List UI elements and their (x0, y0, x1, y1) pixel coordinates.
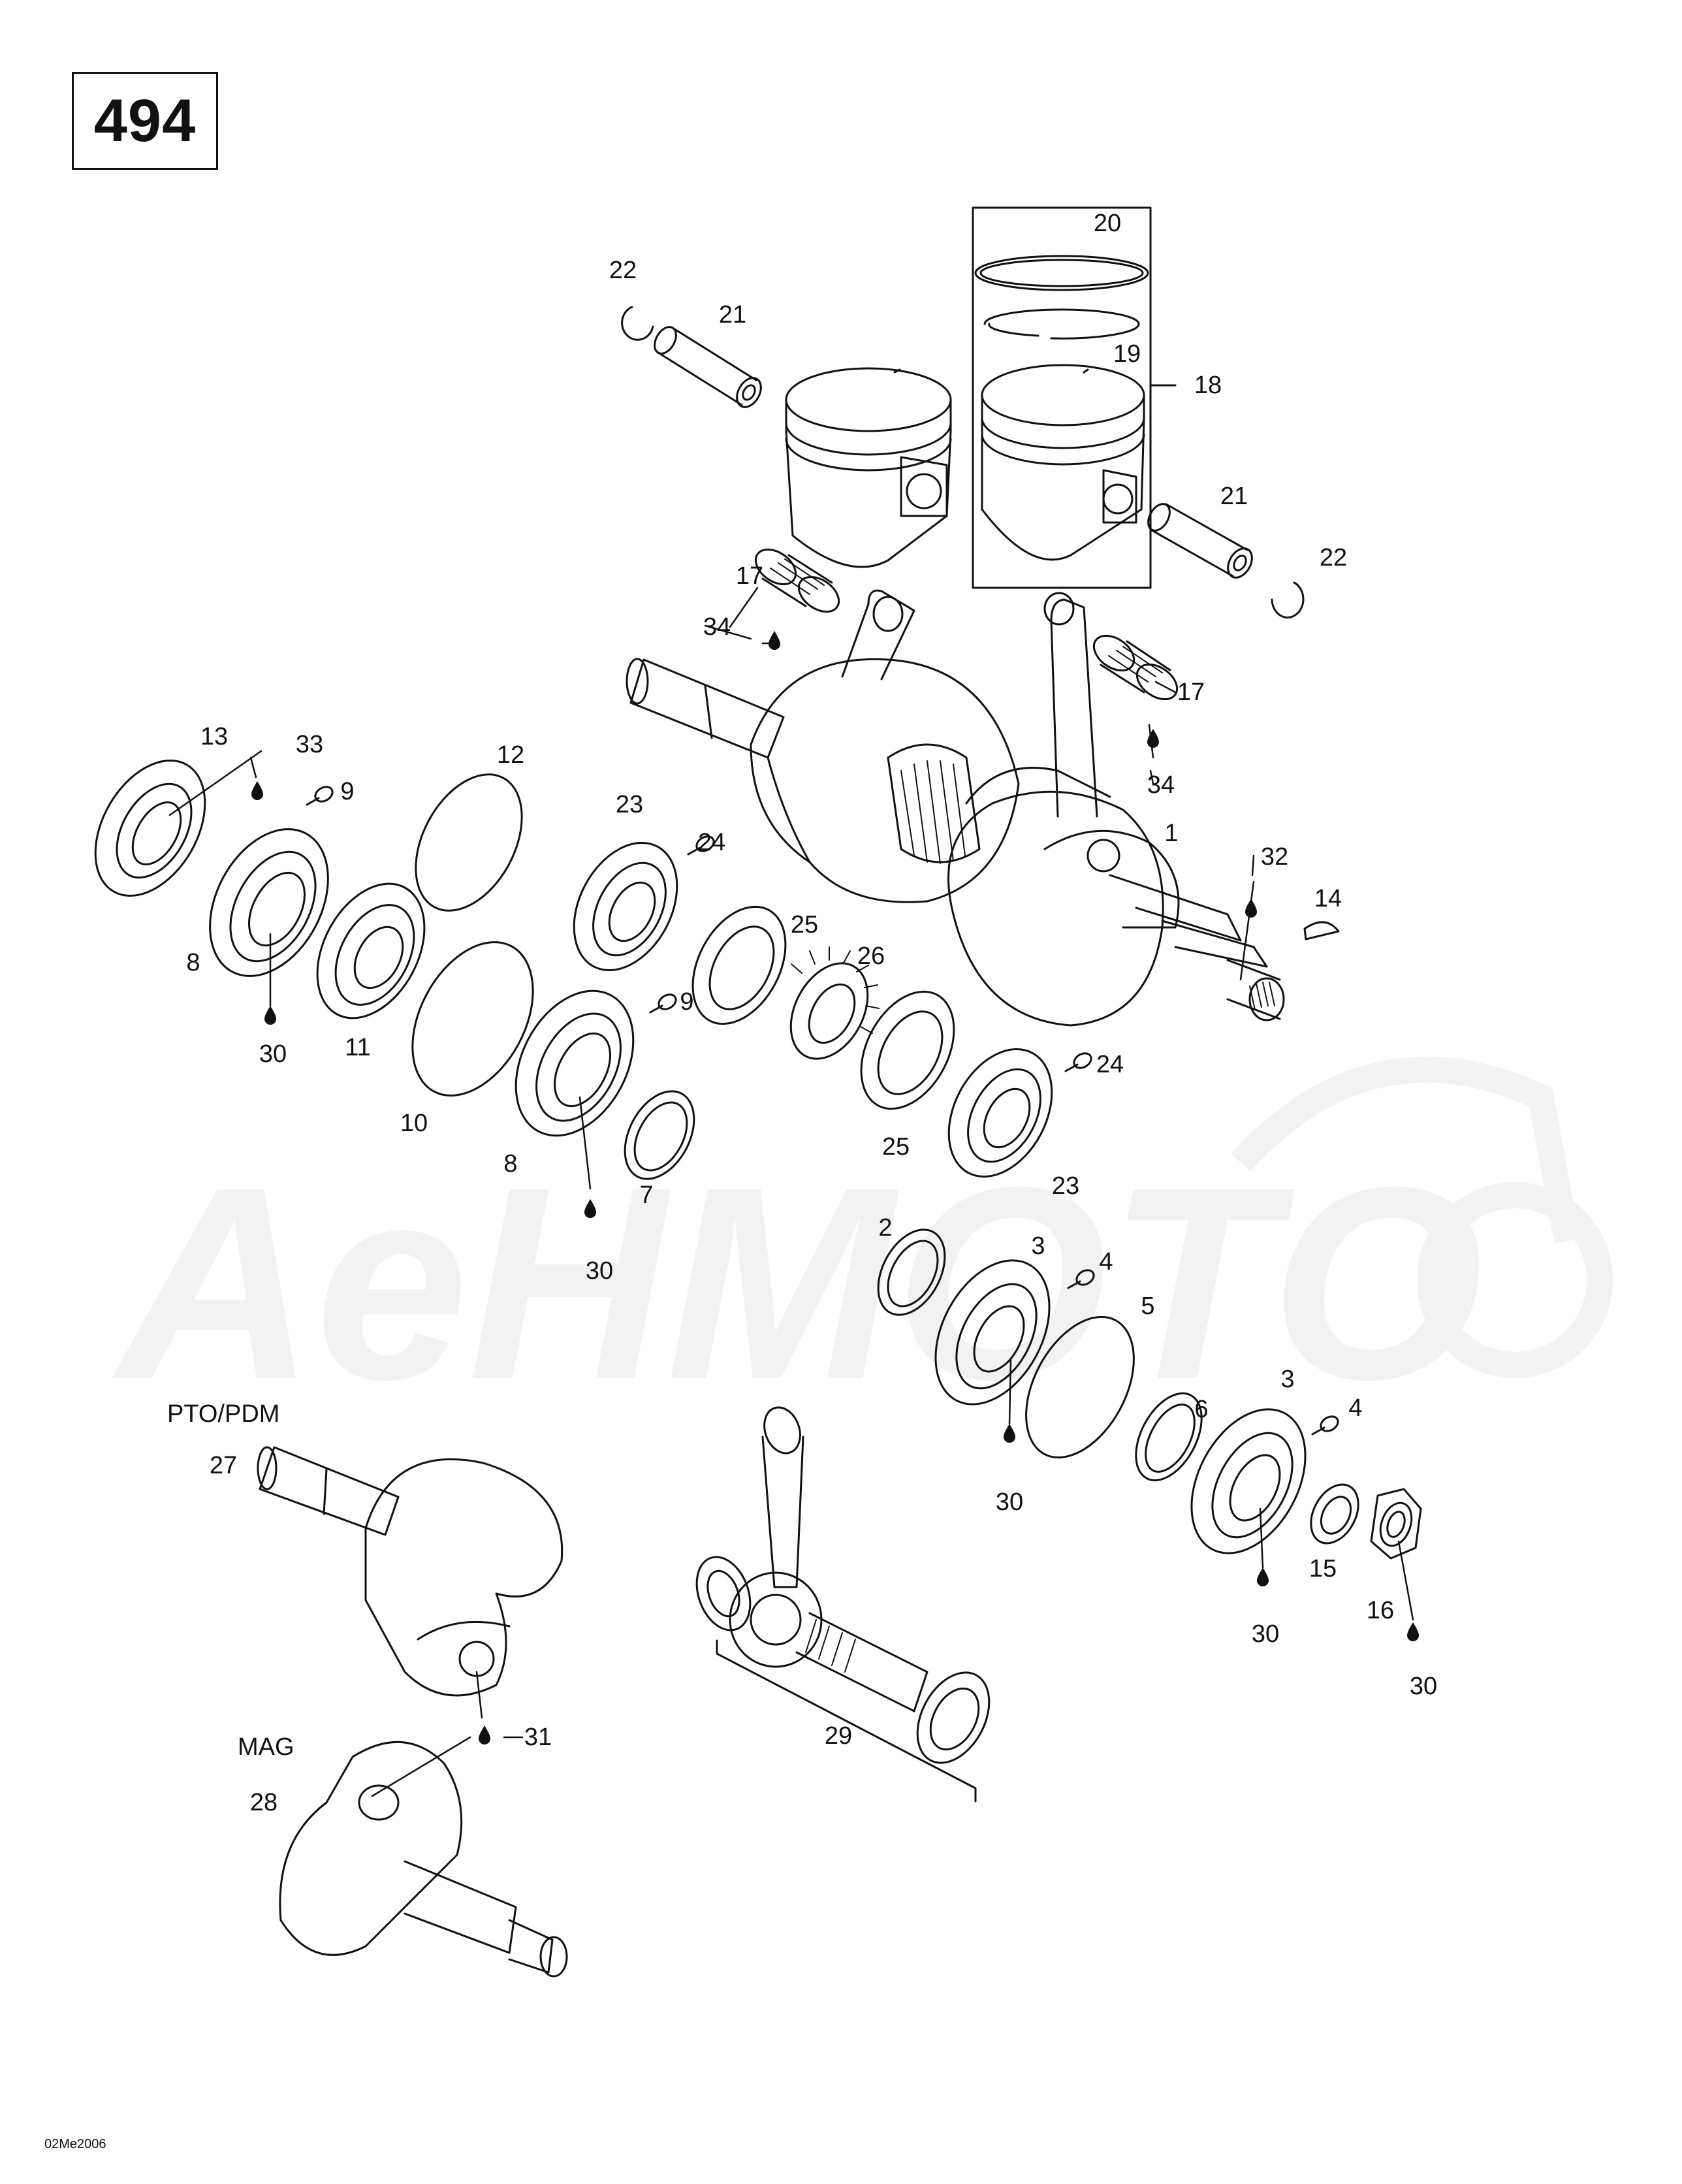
woodruff-key (1303, 921, 1340, 940)
ball-bearing-8-upper (209, 828, 329, 977)
watermark-text: AeHMOTO (109, 1131, 1484, 1437)
ball-bearing-3-lower (1190, 1408, 1307, 1554)
callout-17: 17 (1177, 679, 1205, 706)
callout-16: 16 (1366, 1597, 1395, 1624)
lock-washer-15 (1310, 1483, 1359, 1545)
callout-4: 4 (1348, 1394, 1363, 1422)
callout-6: 6 (1194, 1396, 1209, 1423)
piston-ring-20 (974, 255, 1149, 291)
callout-7: 7 (639, 1181, 654, 1209)
piston-in-kit (981, 364, 1145, 561)
callout-32: 32 (1260, 843, 1289, 871)
seal-25-lower (860, 990, 955, 1110)
callout-23: 23 (1051, 1172, 1080, 1200)
callout-3: 3 (1280, 1366, 1295, 1393)
piston-ring-19 (983, 308, 1140, 340)
screw-9-upper (306, 786, 334, 806)
callout-26: 26 (857, 942, 885, 970)
shim-6 (1135, 1392, 1203, 1482)
diagram-number: 494 (93, 87, 197, 154)
shim-2 (877, 1228, 946, 1316)
seal-25-upper (691, 905, 787, 1025)
distance-ring-11 (316, 882, 426, 1020)
circlip-left (621, 306, 654, 341)
callout-34: 34 (1147, 771, 1175, 799)
mag-label: MAG (238, 1733, 294, 1761)
callout-30: 30 (259, 1040, 287, 1068)
screw-24-upper (687, 835, 715, 856)
callout-8: 8 (503, 1150, 518, 1178)
crankshaft-mag-28 (279, 1741, 568, 1978)
nut-16 (1370, 1488, 1422, 1560)
drive-gear-26 (789, 946, 880, 1060)
callout-13: 13 (200, 723, 229, 750)
callout-31: 31 (524, 1724, 552, 1751)
callout-33: 33 (295, 731, 324, 758)
circlip-right (1271, 581, 1305, 618)
o-ring-10 (411, 941, 534, 1097)
callout-17: 17 (735, 562, 764, 590)
callout-30: 30 (1251, 1620, 1280, 1648)
ball-bearing-3-upper (934, 1259, 1051, 1405)
screw-4-lower (1311, 1415, 1339, 1436)
diagram-number-box: 494 (72, 72, 218, 170)
o-ring-12 (415, 773, 523, 912)
callout-10: 10 (400, 1110, 428, 1137)
ball-bearing-23-lower (947, 1048, 1053, 1178)
callout-34: 34 (703, 613, 731, 641)
callout-9: 9 (680, 988, 694, 1016)
callout-2: 2 (878, 1214, 893, 1242)
piston (785, 367, 952, 568)
callout-12: 12 (496, 741, 525, 769)
callout-21: 21 (1220, 483, 1248, 510)
callout-24: 24 (1096, 1051, 1124, 1078)
crankshaft-assembly (626, 589, 1285, 1027)
wrist-pin-left (654, 326, 762, 408)
callout-11: 11 (345, 1034, 371, 1061)
screw-9-lower (649, 993, 677, 1014)
needle-bearing-right (1092, 634, 1179, 701)
callout-19: 19 (1113, 340, 1141, 368)
callout-15: 15 (1309, 1555, 1337, 1582)
wrist-pin-right (1147, 503, 1253, 579)
connecting-rod-kit-29 (695, 1406, 991, 1803)
callout-4: 4 (1099, 1248, 1113, 1276)
callout-30: 30 (995, 1488, 1024, 1516)
callout-30: 30 (585, 1257, 614, 1285)
callout-18: 18 (1194, 372, 1222, 399)
callout-21: 21 (718, 301, 747, 329)
callout-8: 8 (186, 949, 200, 976)
callout-22: 22 (609, 257, 637, 284)
screw-4-upper (1067, 1269, 1095, 1289)
callout-20: 20 (1093, 210, 1122, 237)
callout-28: 28 (249, 1789, 278, 1816)
pto-label: PTO/PDM (167, 1400, 280, 1428)
drawing-code: 02Me2006 (44, 2137, 106, 2151)
watermark: AeHMOTO (109, 1056, 1613, 1437)
callout-24: 24 (697, 829, 726, 856)
crankshaft-pto-27 (257, 1446, 563, 1697)
callout-27: 27 (209, 1452, 238, 1479)
ball-bearing-23-upper (573, 841, 678, 972)
callout-30: 30 (1409, 1673, 1438, 1700)
callout-1: 1 (1164, 820, 1179, 847)
o-ring-5 (1025, 1315, 1135, 1459)
callout-25: 25 (881, 1133, 910, 1161)
piston-kit-box (972, 206, 1152, 589)
needle-bearing-left (754, 548, 840, 613)
ball-bearing-8-lower (515, 989, 635, 1137)
shim-7 (624, 1090, 695, 1180)
callout-23: 23 (615, 791, 644, 818)
callout-22: 22 (1319, 544, 1348, 571)
callout-14: 14 (1314, 885, 1342, 912)
callout-9: 9 (340, 778, 355, 805)
callout-5: 5 (1141, 1293, 1155, 1320)
callout-25: 25 (790, 911, 819, 939)
callout-29: 29 (824, 1722, 853, 1750)
callout-3: 3 (1031, 1232, 1045, 1260)
screw-24-lower (1064, 1052, 1092, 1072)
oil-seal-13 (94, 760, 206, 897)
